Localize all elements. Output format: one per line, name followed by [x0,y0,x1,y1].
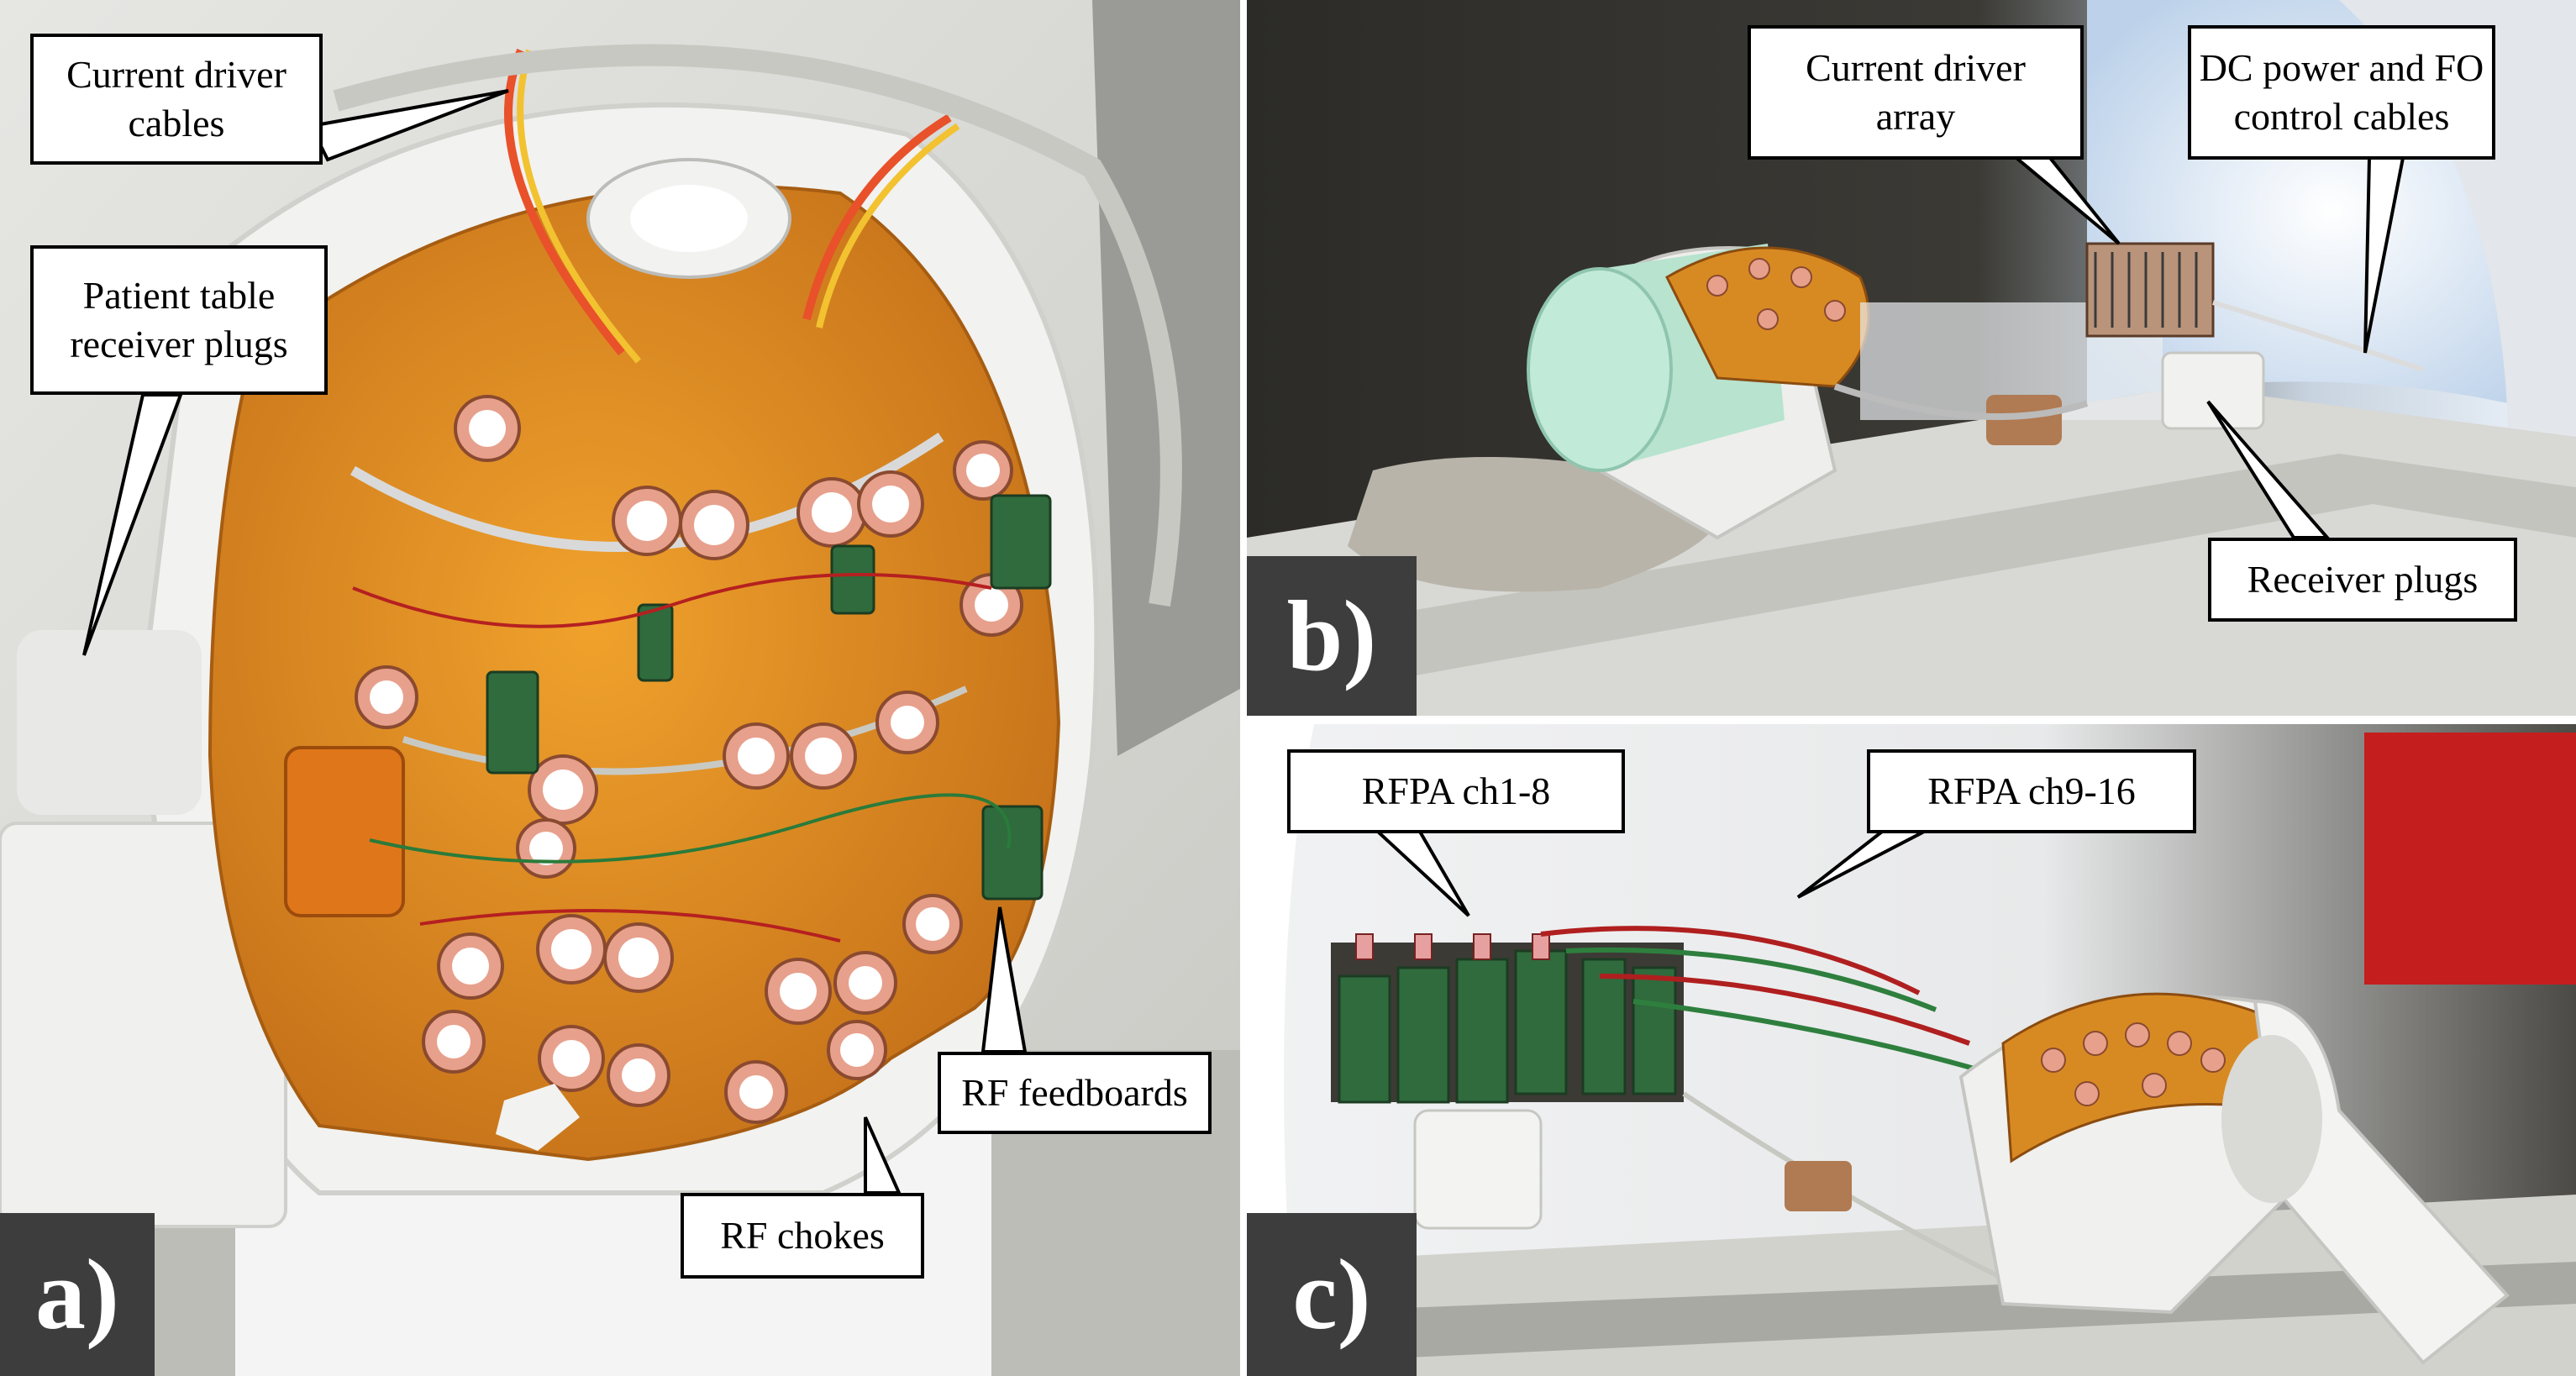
callout-rfpa-ch1-8: RFPA ch1-8 [1287,749,1625,833]
callout-rfpa-ch9-16: RFPA ch9-16 [1867,749,2196,833]
callout-patient-table-receiver-plugs: Patient table receiver plugs [30,245,328,395]
callout-receiver-plugs: Receiver plugs [2208,538,2517,622]
panel-c-photo [1247,724,2576,1376]
callout-rf-chokes: RF chokes [681,1193,924,1279]
panel-c-illustration [1247,724,2576,1376]
callout-current-driver-array: Current driver array [1748,25,2084,160]
panel-label-c: c) [1247,1213,1417,1376]
panel-label-b: b) [1247,556,1417,716]
callout-rf-feedboards: RF feedboards [938,1052,1212,1134]
panel-label-a: a) [0,1213,155,1376]
callout-dc-power-fo-control-cables: DC power and FO control cables [2188,25,2495,160]
callout-current-driver-cables: Current driver cables [30,34,323,165]
